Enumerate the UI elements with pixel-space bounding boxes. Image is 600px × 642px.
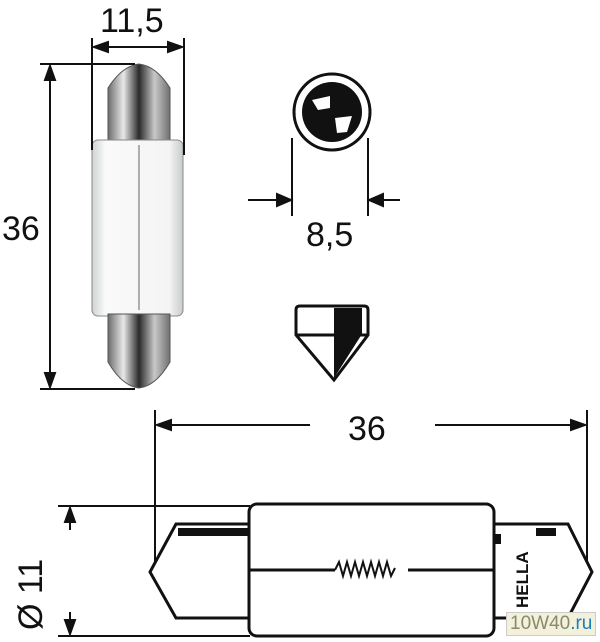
diameter-dimension-top <box>91 38 185 155</box>
cap-end-view-icon <box>292 72 372 152</box>
bulb-side-view <box>148 502 594 638</box>
watermark-suffix: .ru <box>570 613 593 634</box>
cap-dimension <box>248 138 400 216</box>
diameter-label-top: 11,5 <box>100 2 164 40</box>
cap-side-icon <box>294 304 370 383</box>
length-dimension-horizontal <box>154 410 588 578</box>
diameter-dimension-side <box>58 505 250 637</box>
cap-diameter-label: 8,5 <box>306 216 353 254</box>
length-dimension-vertical <box>40 63 135 390</box>
bulb-photo <box>91 63 184 389</box>
brand-mark: HELLA <box>513 551 532 608</box>
length-label-vertical: 36 <box>2 210 40 248</box>
diameter-label-side: Ø 11 <box>12 559 50 630</box>
watermark-main: 10W40 <box>510 613 571 634</box>
watermark: 10W40.ru <box>506 612 597 636</box>
length-label-horizontal: 36 <box>348 410 386 448</box>
